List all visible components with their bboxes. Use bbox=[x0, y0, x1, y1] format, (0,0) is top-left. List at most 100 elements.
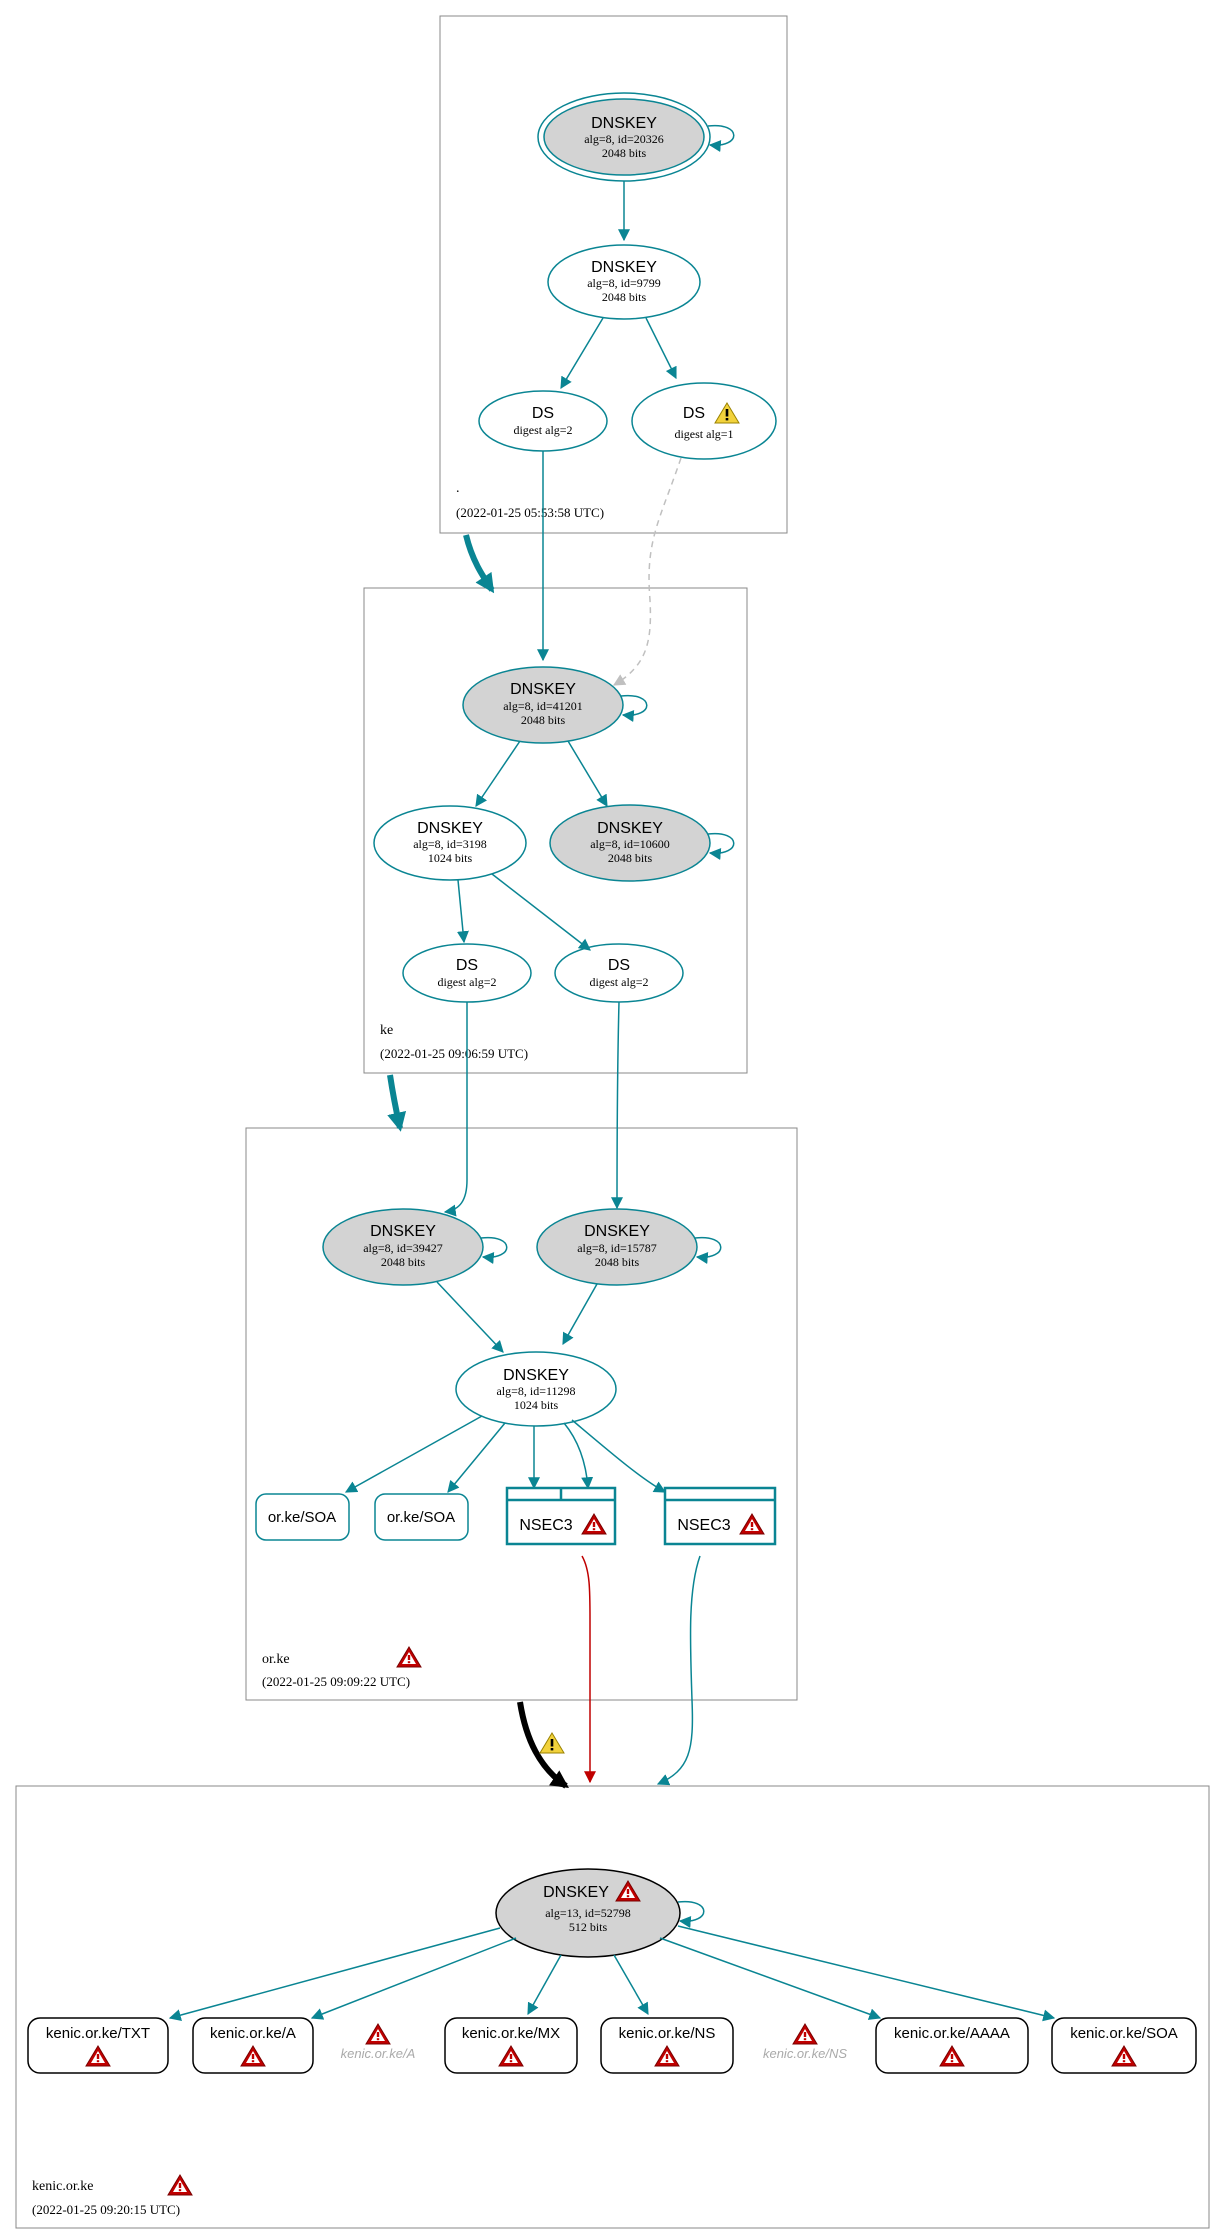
node-detail: digest alg=1 bbox=[674, 427, 733, 441]
node-label: kenic.or.ke/TXT bbox=[46, 2025, 150, 2042]
zone-name: kenic.or.ke bbox=[32, 2179, 93, 2194]
dnskey-node[interactable]: DNSKEY alg=8, id=3198 1024 bits bbox=[373, 805, 527, 881]
node-detail: 1024 bits bbox=[514, 1398, 559, 1412]
error-icon bbox=[85, 2045, 111, 2067]
node-detail: 2048 bits bbox=[602, 290, 647, 304]
node-title: DNSKEY bbox=[591, 115, 657, 132]
ds-node[interactable]: DS digest alg=1 bbox=[631, 382, 777, 460]
nsec3-node[interactable]: NSEC3 bbox=[505, 1486, 617, 1546]
rrset-node[interactable]: kenic.or.ke/NS bbox=[600, 2017, 734, 2074]
zone-orke: or.ke (2022-01-25 09:09:22 UTC) bbox=[245, 1127, 798, 1701]
zone-name: or.ke bbox=[262, 1652, 290, 1667]
ds-node[interactable]: DS digest alg=2 bbox=[402, 943, 532, 1003]
node-label: or.ke/SOA bbox=[387, 1509, 455, 1526]
node-title: DNSKEY bbox=[417, 820, 483, 837]
edge bbox=[456, 879, 469, 944]
dnskey-node[interactable]: DNSKEY alg=8, id=39427 2048 bits bbox=[322, 1208, 484, 1286]
node-label: kenic.or.ke/A bbox=[341, 2046, 416, 2061]
node-title: DNSKEY bbox=[503, 1367, 569, 1384]
node-title: DS bbox=[456, 957, 478, 974]
nsec3-node[interactable]: NSEC3 bbox=[663, 1486, 777, 1546]
node-detail: digest alg=2 bbox=[589, 975, 648, 989]
node-title: DNSKEY bbox=[597, 820, 663, 837]
ds-node[interactable]: DS digest alg=2 bbox=[554, 943, 684, 1003]
dnskey-node[interactable]: DNSKEY alg=8, id=15787 2048 bits bbox=[536, 1208, 698, 1286]
error-icon bbox=[581, 1513, 607, 1535]
edge bbox=[436, 1281, 504, 1353]
error-icon bbox=[1111, 2045, 1137, 2067]
dnskey-node[interactable]: DNSKEY alg=8, id=10600 2048 bits bbox=[549, 804, 711, 882]
node-label: kenic.or.ke/A bbox=[210, 2025, 296, 2042]
error-edge bbox=[581, 1555, 596, 1784]
node-title: DNSKEY bbox=[370, 1223, 436, 1240]
node-label: kenic.or.ke/AAAA bbox=[894, 2025, 1010, 2042]
node-title: DS bbox=[608, 957, 630, 974]
edge bbox=[475, 740, 521, 807]
edge bbox=[447, 1422, 506, 1493]
rrset-node[interactable]: or.ke/SOA bbox=[255, 1493, 350, 1541]
node-title: DNSKEY bbox=[543, 1884, 609, 1901]
delegation-arrow bbox=[463, 534, 495, 594]
node-detail: alg=8, id=20326 bbox=[584, 132, 664, 146]
node-detail: 512 bits bbox=[569, 1920, 608, 1934]
warning-icon bbox=[539, 1732, 565, 1754]
edge bbox=[562, 1283, 598, 1346]
error-icon bbox=[240, 2045, 266, 2067]
ds-node[interactable]: DS digest alg=2 bbox=[478, 390, 608, 452]
node-detail: alg=8, id=10600 bbox=[590, 837, 670, 851]
dnskey-node[interactable]: DNSKEY alg=8, id=9799 2048 bits bbox=[547, 244, 701, 320]
dnskey-node[interactable]: DNSKEY alg=13, id=52798 512 bits bbox=[495, 1868, 681, 1958]
node-detail: 2048 bits bbox=[381, 1255, 426, 1269]
missing-rrset-node[interactable]: kenic.or.ke/A bbox=[341, 2023, 416, 2061]
edge bbox=[611, 1001, 624, 1210]
rrset-node[interactable]: kenic.or.ke/SOA bbox=[1051, 2017, 1197, 2074]
self-sign-edge bbox=[480, 1236, 508, 1264]
edge bbox=[659, 1937, 882, 2020]
error-icon bbox=[167, 2174, 193, 2196]
node-detail: 1024 bits bbox=[428, 851, 473, 865]
dnskey-node[interactable]: DNSKEY alg=8, id=20326 2048 bits bbox=[537, 92, 711, 182]
error-icon bbox=[792, 2023, 818, 2045]
dashed-edge bbox=[612, 457, 682, 686]
dnskey-node[interactable]: DNSKEY alg=8, id=11298 1024 bits bbox=[455, 1351, 617, 1427]
node-detail: alg=8, id=3198 bbox=[413, 837, 487, 851]
node-label: NSEC3 bbox=[677, 1517, 730, 1534]
zone-ke: ke (2022-01-25 09:06:59 UTC) bbox=[363, 587, 748, 1074]
error-icon bbox=[498, 2045, 524, 2067]
node-title: DNSKEY bbox=[510, 681, 576, 698]
edge bbox=[443, 1002, 468, 1217]
missing-rrset-node[interactable]: kenic.or.ke/NS bbox=[763, 2023, 847, 2061]
edge bbox=[571, 1419, 667, 1493]
node-detail: 2048 bits bbox=[608, 851, 653, 865]
edge bbox=[344, 1415, 483, 1493]
delegation-arrow bbox=[517, 1701, 569, 1789]
edge bbox=[677, 1925, 1056, 2022]
node-detail: alg=8, id=15787 bbox=[577, 1241, 657, 1255]
rrset-node[interactable]: kenic.or.ke/AAAA bbox=[875, 2017, 1029, 2074]
node-detail: alg=8, id=39427 bbox=[363, 1241, 443, 1255]
self-sign-edge bbox=[620, 694, 648, 722]
rrset-node[interactable]: kenic.or.ke/MX bbox=[444, 2017, 578, 2074]
node-detail: alg=8, id=11298 bbox=[496, 1384, 575, 1398]
edge bbox=[645, 317, 677, 380]
rrset-node[interactable]: or.ke/SOA bbox=[374, 1493, 469, 1541]
rrset-node[interactable]: kenic.or.ke/A bbox=[192, 2017, 314, 2074]
delegation-arrow bbox=[387, 1074, 407, 1132]
rrset-node[interactable]: kenic.or.ke/TXT bbox=[27, 2017, 169, 2074]
node-title: DNSKEY bbox=[584, 1223, 650, 1240]
zone-timestamp: (2022-01-25 05:53:58 UTC) bbox=[456, 505, 604, 520]
edge bbox=[613, 1954, 649, 2016]
node-detail: alg=8, id=41201 bbox=[503, 699, 583, 713]
zone-kenic: kenic.or.ke (2022-01-25 09:20:15 UTC) bbox=[15, 1785, 1210, 2229]
dnskey-node[interactable]: DNSKEY alg=8, id=41201 2048 bits bbox=[462, 666, 624, 744]
error-icon bbox=[939, 2045, 965, 2067]
zone-timestamp: (2022-01-25 09:09:22 UTC) bbox=[262, 1674, 410, 1689]
self-sign-edge bbox=[707, 124, 735, 152]
edge bbox=[563, 1422, 594, 1490]
node-title: DNSKEY bbox=[591, 259, 657, 276]
node-detail: digest alg=2 bbox=[513, 423, 572, 437]
self-sign-edge bbox=[694, 1236, 722, 1264]
edge bbox=[567, 740, 608, 808]
edge bbox=[491, 873, 591, 951]
node-title: DS bbox=[532, 405, 554, 422]
